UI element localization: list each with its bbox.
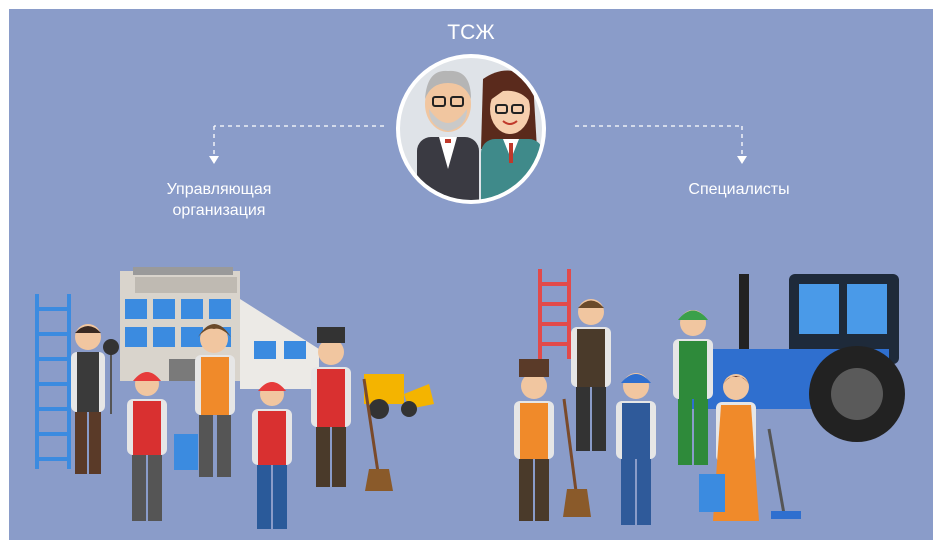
- worker-figure: [195, 324, 235, 477]
- illustration: [35, 54, 905, 529]
- arrow-down-icon: [209, 156, 219, 164]
- tszh-couple-avatar: [396, 54, 546, 204]
- worker-figure: [252, 382, 292, 529]
- branch-label-specialists: Специалисты: [688, 181, 790, 198]
- worker-figure: [571, 299, 611, 451]
- ladder-icon: [538, 269, 571, 359]
- connector-right: [575, 125, 743, 157]
- worker-figure: [127, 372, 198, 521]
- worker-figure: [699, 374, 801, 521]
- ladder-icon: [35, 294, 71, 469]
- worker-figure: [71, 324, 119, 474]
- tractor-icon: [689, 274, 905, 442]
- branch-label-management-company: Управляющая организация: [139, 179, 299, 221]
- connector-left: [213, 125, 384, 157]
- diagram-title: ТСЖ: [447, 21, 495, 44]
- worker-figure: [311, 327, 393, 491]
- worker-figure: [673, 310, 713, 465]
- loader-icon: [364, 374, 434, 419]
- worker-figure: [514, 359, 591, 521]
- diagram-panel: ТСЖ: [9, 9, 933, 540]
- label-line: Управляющая: [166, 181, 272, 198]
- worker-figure: [616, 373, 656, 525]
- label-line: организация: [172, 202, 266, 219]
- arrow-down-icon: [737, 156, 747, 164]
